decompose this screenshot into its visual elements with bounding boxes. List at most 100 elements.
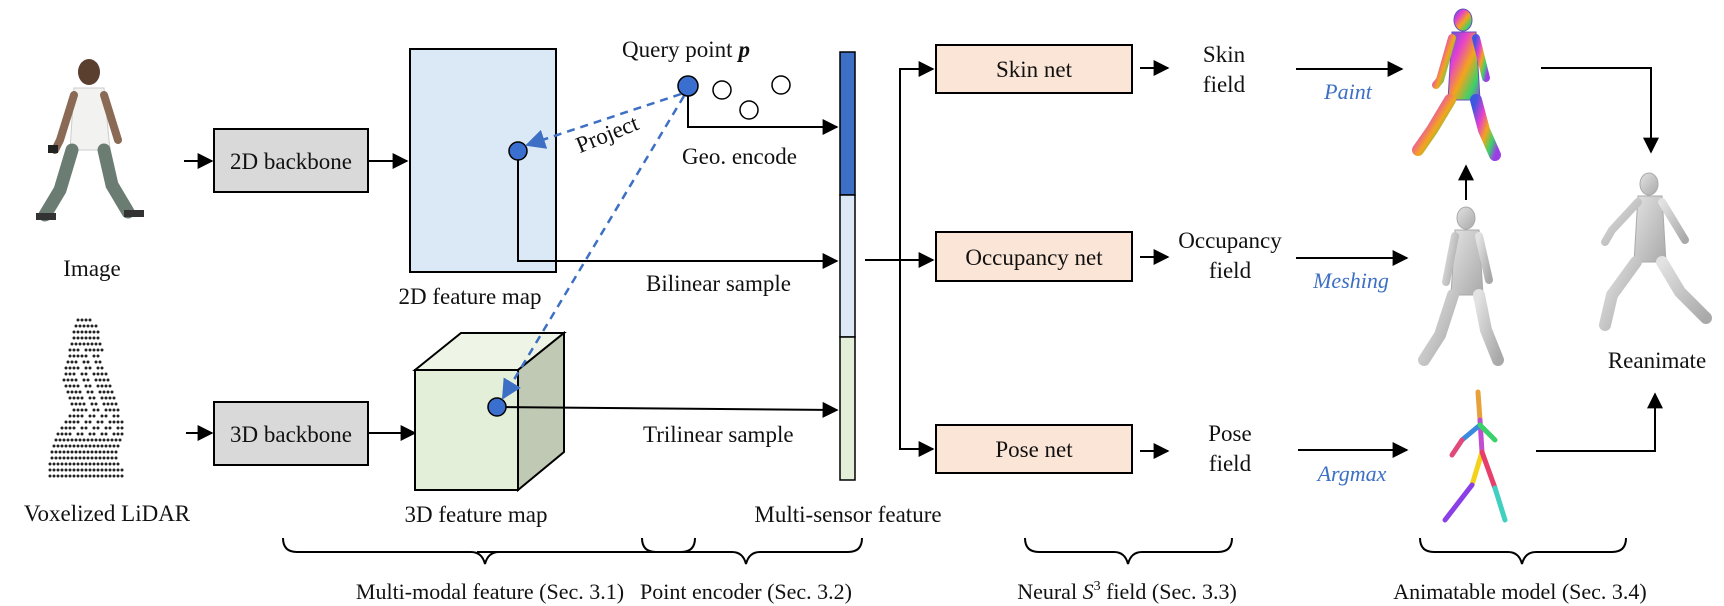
lidar-point — [72, 330, 76, 334]
lidar-point — [74, 324, 78, 328]
lidar-point — [76, 366, 80, 370]
lidar-point — [78, 342, 82, 346]
bilinear-label: Bilinear sample — [646, 271, 791, 296]
lidar-point — [52, 444, 56, 448]
lidar-point — [88, 348, 92, 352]
lidar-point — [88, 462, 92, 466]
lidar-point — [104, 408, 108, 412]
lidar-point — [96, 354, 100, 358]
lidar-point — [80, 396, 84, 400]
section-point-encoder: Point encoder (Sec. 3.2) — [640, 579, 852, 604]
lidar-point — [64, 432, 68, 436]
lidar-point — [54, 456, 58, 460]
lidar-point — [86, 324, 90, 328]
section-neural-field: Neural S3 field (Sec. 3.3) — [1017, 579, 1237, 604]
lidar-point — [72, 366, 76, 370]
lidar-point — [82, 450, 86, 454]
lidar-point — [64, 444, 68, 448]
lidar-point — [64, 372, 68, 376]
lidar-point — [114, 438, 118, 442]
lidar-point — [72, 384, 76, 388]
lidar-point — [72, 336, 76, 340]
lidar-point — [94, 438, 98, 442]
lidar-point — [68, 414, 72, 418]
lidar-point — [74, 378, 78, 382]
lidar-point — [116, 432, 120, 436]
lidar-point — [60, 474, 64, 478]
lidar-point — [70, 342, 74, 346]
lidar-point — [68, 444, 72, 448]
lidar-point — [58, 456, 62, 460]
lidar-point — [58, 450, 62, 454]
2d-feature-map — [409, 48, 557, 273]
lidar-point — [62, 438, 66, 442]
lidar-point — [88, 444, 92, 448]
section-multimodal: Multi-modal feature (Sec. 3.1) — [356, 579, 624, 604]
lidar-point — [80, 474, 84, 478]
geo-encode-label: Geo. encode — [682, 144, 797, 169]
lidar-point — [106, 456, 110, 460]
lidar-point — [116, 462, 120, 466]
feature-segment-geo — [839, 51, 856, 196]
lidar-point — [92, 354, 96, 358]
lidar-point — [100, 366, 104, 370]
painted-skin-figure — [1412, 8, 1501, 161]
lidar-point — [100, 396, 104, 400]
lidar-point — [106, 438, 110, 442]
lidar-point — [86, 450, 90, 454]
lidar-point — [76, 420, 80, 424]
lidar-point — [92, 396, 96, 400]
lidar-point — [72, 444, 76, 448]
trilinear-label: Trilinear sample — [643, 422, 794, 447]
lidar-point — [92, 330, 96, 334]
lidar-point — [76, 354, 80, 358]
occupancy-net-box — [935, 231, 1133, 282]
lidar-point — [62, 456, 66, 460]
lidar-point — [68, 474, 72, 478]
branch-to-pose — [899, 260, 935, 457]
lidar-point — [84, 348, 88, 352]
skin-net-label: Skin net — [996, 57, 1073, 82]
lidar-point — [80, 336, 84, 340]
lidar-point — [66, 378, 70, 382]
lidar-point — [86, 456, 90, 460]
lidar-point-cloud — [48, 318, 124, 478]
lidar-point — [78, 456, 82, 460]
feature-segment-2d — [839, 194, 856, 338]
lidar-point — [110, 456, 114, 460]
lidar-point — [96, 468, 100, 472]
lidar-point — [94, 360, 98, 364]
lidar-point — [88, 396, 92, 400]
lidar-point — [104, 414, 108, 418]
lidar-point — [76, 414, 80, 418]
lidar-point — [98, 438, 102, 442]
lidar-point — [48, 462, 52, 466]
reanimate-label: Reanimate — [1608, 348, 1706, 373]
lidar-point — [112, 420, 116, 424]
lidar-point — [76, 468, 80, 472]
lidar-point — [92, 336, 96, 340]
lidar-point — [102, 402, 106, 406]
lidar-point — [88, 414, 92, 418]
lidar-point — [74, 450, 78, 454]
lidar-point — [90, 456, 94, 460]
lidar-point — [102, 450, 106, 454]
multi-sensor-label: Multi-sensor feature — [754, 502, 941, 527]
lidar-point — [86, 342, 90, 346]
lidar-point — [92, 474, 96, 478]
paint-label: Paint — [1323, 79, 1373, 104]
lidar-point — [64, 462, 68, 466]
lidar-point — [64, 420, 68, 424]
lidar-point — [50, 450, 54, 454]
lidar-point — [96, 444, 100, 448]
lidar-point — [112, 414, 116, 418]
3d-feature-cube — [412, 330, 567, 493]
lidar-point — [116, 414, 120, 418]
pose-field-label-1: Pose — [1208, 421, 1251, 446]
lidar-point — [92, 348, 96, 352]
lidar-point — [72, 396, 76, 400]
lidar-point — [64, 468, 68, 472]
lidar-point — [94, 378, 98, 382]
lidar-point — [66, 360, 70, 364]
